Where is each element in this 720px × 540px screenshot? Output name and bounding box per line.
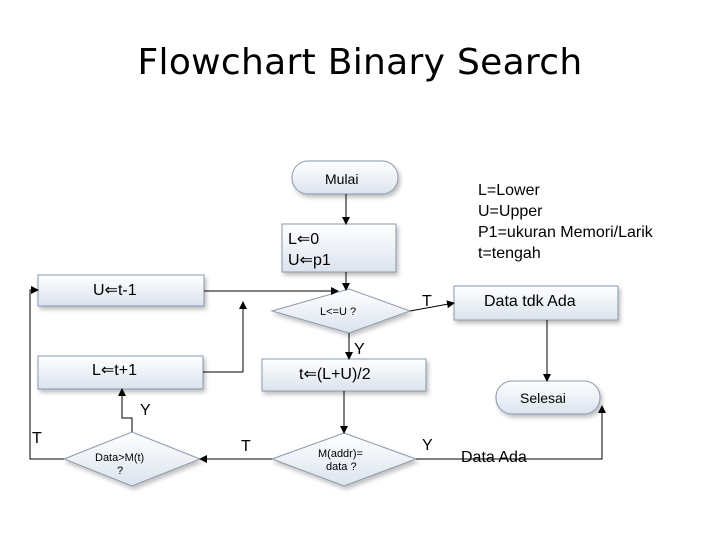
cond-false-label: T: [422, 293, 432, 310]
not-found-box: [453, 285, 619, 321]
update-l-label: L⇐t+1: [92, 362, 137, 379]
match-label-line2: data ?: [326, 461, 357, 473]
arrow-compare-updatel: [118, 388, 133, 432]
end-label: Selesai: [520, 390, 566, 406]
match-label-line1: M(addr)=: [318, 448, 363, 460]
compare-label-line1: Data>M(t): [95, 452, 145, 464]
init-u-label: U⇐p1: [288, 252, 331, 269]
arrow-condition-notfound: [409, 300, 455, 312]
cond-true-label: Y: [354, 341, 365, 358]
condition-label: L<=U ?: [320, 306, 357, 318]
compare-label-line2: ?: [117, 465, 124, 477]
init-box: [281, 223, 397, 273]
compare-true-label: Y: [140, 402, 151, 419]
legend: L=Lower U=Upper P1=ukuran Memori/Larik t…: [478, 180, 653, 264]
arrow-compare-updateu: [29, 286, 64, 460]
found-label: Data Ada: [461, 449, 527, 466]
legend-upper: U=Upper: [478, 203, 543, 220]
slide-title: Flowchart Binary Search: [137, 42, 583, 83]
arrow-found-end: [416, 405, 606, 460]
mid-box: [261, 358, 427, 392]
update-u-label: U⇐t-1: [93, 282, 137, 299]
compare-false-label: T: [32, 430, 42, 447]
legend-lower: L=Lower: [478, 182, 540, 199]
start-label: Mulai: [325, 171, 359, 187]
legend-tengah: t=tengah: [478, 245, 541, 262]
start-terminator: [291, 160, 399, 195]
match-true-label: Y: [422, 437, 433, 454]
not-found-label: Data tdk Ada: [484, 293, 576, 310]
match-false-label: T: [241, 438, 251, 455]
legend-p1: P1=ukuran Memori/Larik: [478, 224, 653, 241]
init-l-label: L⇐0: [288, 231, 320, 248]
mid-label: t⇐(L+U)/2: [299, 366, 371, 383]
